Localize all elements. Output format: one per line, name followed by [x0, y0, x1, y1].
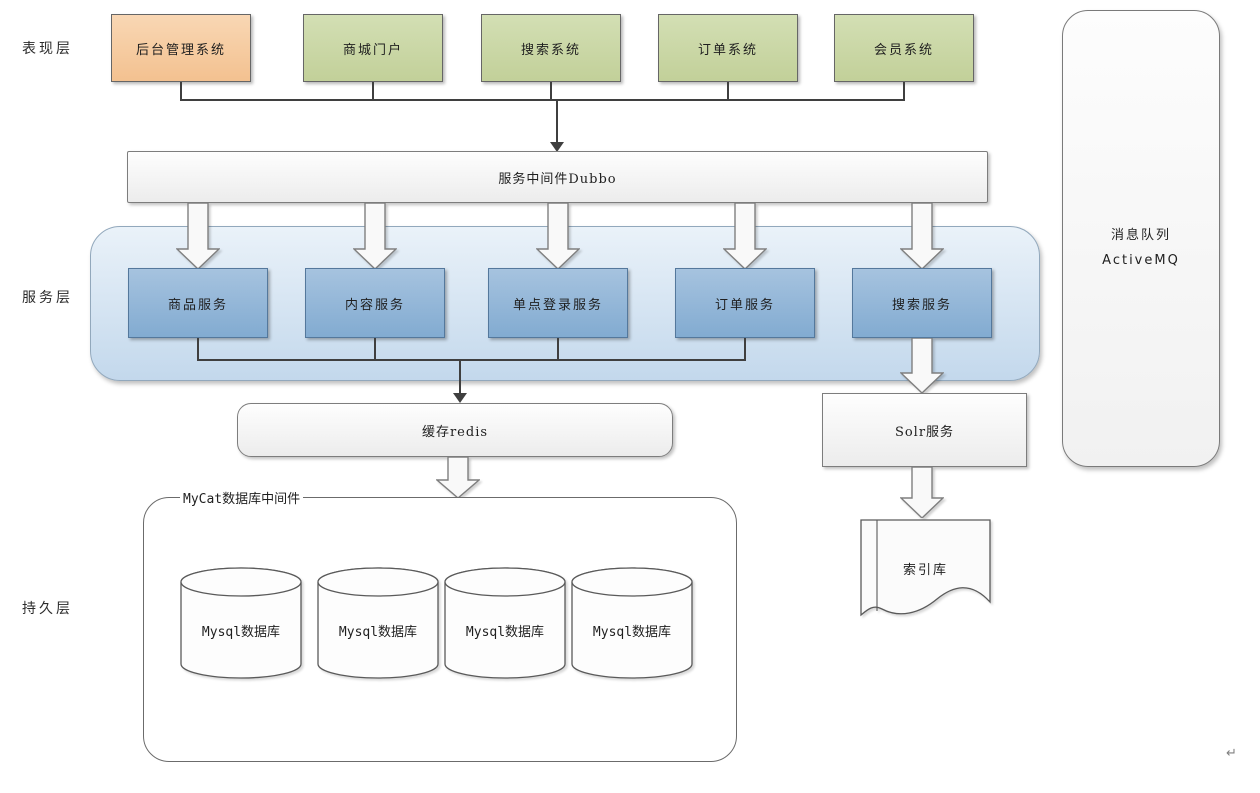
connector-line: [180, 82, 182, 101]
connector-line: [374, 338, 376, 361]
mysql-db-cylinder: Mysql数据库: [570, 566, 694, 680]
layer-label-service: 服务层: [22, 290, 73, 306]
box-sso-service: 单点登录服务: [488, 268, 628, 338]
database-cylinder-icon: [444, 567, 566, 679]
activemq-box: 消息队列 ActiveMQ: [1062, 10, 1220, 467]
block-arrow-down: [900, 467, 944, 518]
block-arrow-down: [900, 203, 944, 269]
connector-line: [372, 82, 374, 101]
arrowhead-to-redis: [453, 393, 467, 403]
dubbo-middleware-bar: 服务中间件Dubbo: [127, 151, 988, 203]
connector-line: [197, 338, 199, 361]
mq-label-line1: 消息队列: [1110, 228, 1171, 243]
connector-line: [556, 99, 558, 144]
connector-bus: [180, 99, 905, 101]
block-arrow-down: [900, 338, 944, 393]
connector-line: [550, 82, 552, 101]
mq-label-line2: ActiveMQ: [1102, 253, 1180, 268]
mysql-db-label: Mysql数据库: [201, 625, 281, 640]
mysql-db-label: Mysql数据库: [592, 625, 672, 640]
return-mark: ↵: [1226, 746, 1237, 761]
database-cylinder-icon: [317, 567, 439, 679]
database-cylinder-icon: [571, 567, 693, 679]
box-admin-system: 后台管理系统: [111, 14, 251, 82]
box-search-system: 搜索系统: [481, 14, 621, 82]
connector-line: [727, 82, 729, 101]
mysql-db-cylinder: Mysql数据库: [316, 566, 440, 680]
stored-data-icon: [860, 519, 991, 617]
solr-service-box: Solr服务: [822, 393, 1027, 467]
dubbo-label: 服务中间件Dubbo: [498, 171, 617, 187]
index-db-label: 索引库: [902, 563, 948, 578]
mysql-db-label: Mysql数据库: [338, 625, 418, 640]
block-arrow-down: [723, 203, 767, 269]
solr-label: Solr服务: [894, 424, 955, 440]
database-cylinder-icon: [180, 567, 302, 679]
block-arrow-down: [436, 457, 480, 498]
mysql-db-cylinder: Mysql数据库: [443, 566, 567, 680]
box-order-system: 订单系统: [658, 14, 798, 82]
connector-line: [903, 82, 905, 101]
mycat-label: MyCat数据库中间件: [180, 488, 304, 507]
connector-line: [744, 338, 746, 361]
box-product-service: 商品服务: [128, 268, 268, 338]
block-arrow-down: [353, 203, 397, 269]
layer-label-persistence: 持久层: [22, 601, 73, 617]
block-arrow-down: [176, 203, 220, 269]
index-db-shape: 索引库: [858, 517, 993, 629]
connector-line: [557, 338, 559, 361]
block-arrow-down: [536, 203, 580, 269]
redis-label: 缓存redis: [421, 424, 489, 440]
layer-label-presentation: 表现层: [22, 41, 73, 57]
redis-cache-bar: 缓存redis: [237, 403, 673, 457]
box-order-service: 订单服务: [675, 268, 815, 338]
box-search-service: 搜索服务: [852, 268, 992, 338]
arrowhead-to-dubbo: [550, 142, 564, 152]
box-content-service: 内容服务: [305, 268, 445, 338]
mysql-db-label: Mysql数据库: [465, 625, 545, 640]
mysql-db-cylinder: Mysql数据库: [179, 566, 303, 680]
box-member-system: 会员系统: [834, 14, 974, 82]
connector-line: [459, 359, 461, 395]
box-mall-portal: 商城门户: [303, 14, 443, 82]
connector-bus: [197, 359, 746, 361]
